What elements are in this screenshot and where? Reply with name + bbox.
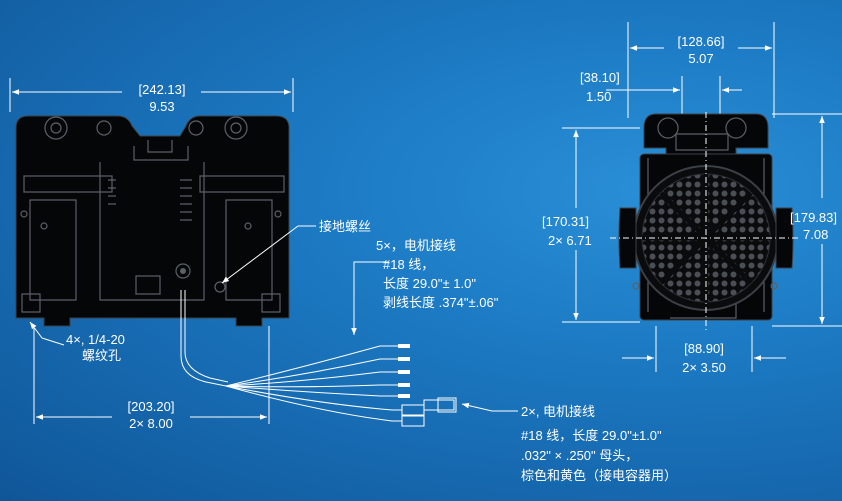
- female-connector-icon: [401, 397, 457, 427]
- capacitor-leads-line4: 棕色和黄色（接电容器用）: [521, 468, 677, 483]
- side-view: [128.66] 5.07 [38.10] 1.50: [542, 22, 842, 375]
- side-offset-mm: [38.10]: [580, 70, 620, 85]
- capacitor-leads-line1: 2×, 电机接线: [521, 404, 595, 419]
- motor-leads-line2: #18 线，: [383, 257, 434, 272]
- compressor-body: [15, 115, 290, 327]
- ground-screw-label: 接地螺丝: [319, 219, 371, 234]
- front-view: [242.13] 9.53: [9, 78, 371, 431]
- wire-harness: 5×，电机接线 #18 线， 长度 29.0"± 1.0" 剥线长度 .374"…: [225, 238, 677, 483]
- side-offset-in: 1.50: [586, 89, 611, 104]
- overall-width-in: 9.53: [149, 99, 174, 114]
- motor-leads-line4: 剥线长度 .374"±.06": [383, 295, 499, 310]
- stripped-wire-ends: [398, 344, 410, 398]
- capacitor-leads-line3: .032" × .250" 母头，: [521, 448, 638, 463]
- base-width-in: 2× 3.50: [682, 360, 726, 375]
- side-height-in: 2× 6.71: [548, 233, 592, 248]
- side-width-mm: [128.66]: [678, 34, 725, 49]
- mount-spacing-mm: [203.20]: [128, 399, 175, 414]
- ground-screw-icon: [175, 263, 191, 279]
- side-width-in: 5.07: [688, 51, 713, 66]
- mount-holes-label-2: 螺纹孔: [82, 348, 121, 363]
- capacitor-leads-line2: #18 线，长度 29.0"±1.0": [521, 428, 662, 443]
- motor-leads-line3: 长度 29.0"± 1.0": [383, 276, 476, 291]
- side-height-mm: [170.31]: [542, 214, 589, 229]
- side-overall-height-mm: [179.83]: [790, 210, 837, 225]
- overall-width-mm: [242.13]: [139, 82, 186, 97]
- motor-leads-line1: 5×，电机接线: [376, 238, 456, 253]
- side-overall-height-in: 7.08: [803, 227, 828, 242]
- base-width-mm: [88.90]: [684, 341, 724, 356]
- mount-spacing-in: 2× 8.00: [129, 416, 173, 431]
- mount-holes-label: 4×, 1/4-20: [66, 332, 125, 347]
